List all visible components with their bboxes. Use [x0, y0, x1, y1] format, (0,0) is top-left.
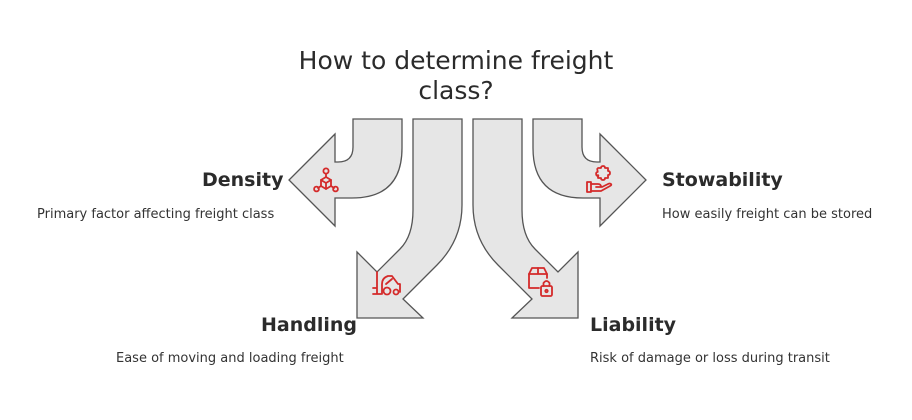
handling-arrow	[356, 118, 463, 319]
title-line-2: class?	[418, 76, 494, 105]
density-label: Density	[202, 169, 284, 191]
liability-description: Risk of damage or loss during transit	[590, 351, 830, 366]
density-description: Primary factor affecting freight class	[37, 207, 275, 222]
page-title: How to determine freight class?	[0, 46, 912, 106]
stowability-label: Stowability	[662, 169, 783, 191]
molecule-cube-icon	[313, 167, 339, 193]
handling-description: Ease of moving and loading freight	[116, 351, 344, 366]
stowability-arrow	[532, 118, 647, 228]
liability-label: Liability	[590, 314, 677, 336]
stowability-description: How easily freight can be stored	[662, 207, 873, 222]
forklift-icon	[372, 271, 401, 296]
title-line-1: How to determine freight	[298, 46, 614, 75]
hand-puzzle-icon	[586, 165, 613, 193]
handling-label: Handling	[261, 314, 358, 336]
liability-arrow	[472, 118, 579, 319]
density-arrow	[288, 118, 403, 228]
box-lock-icon	[528, 267, 553, 297]
